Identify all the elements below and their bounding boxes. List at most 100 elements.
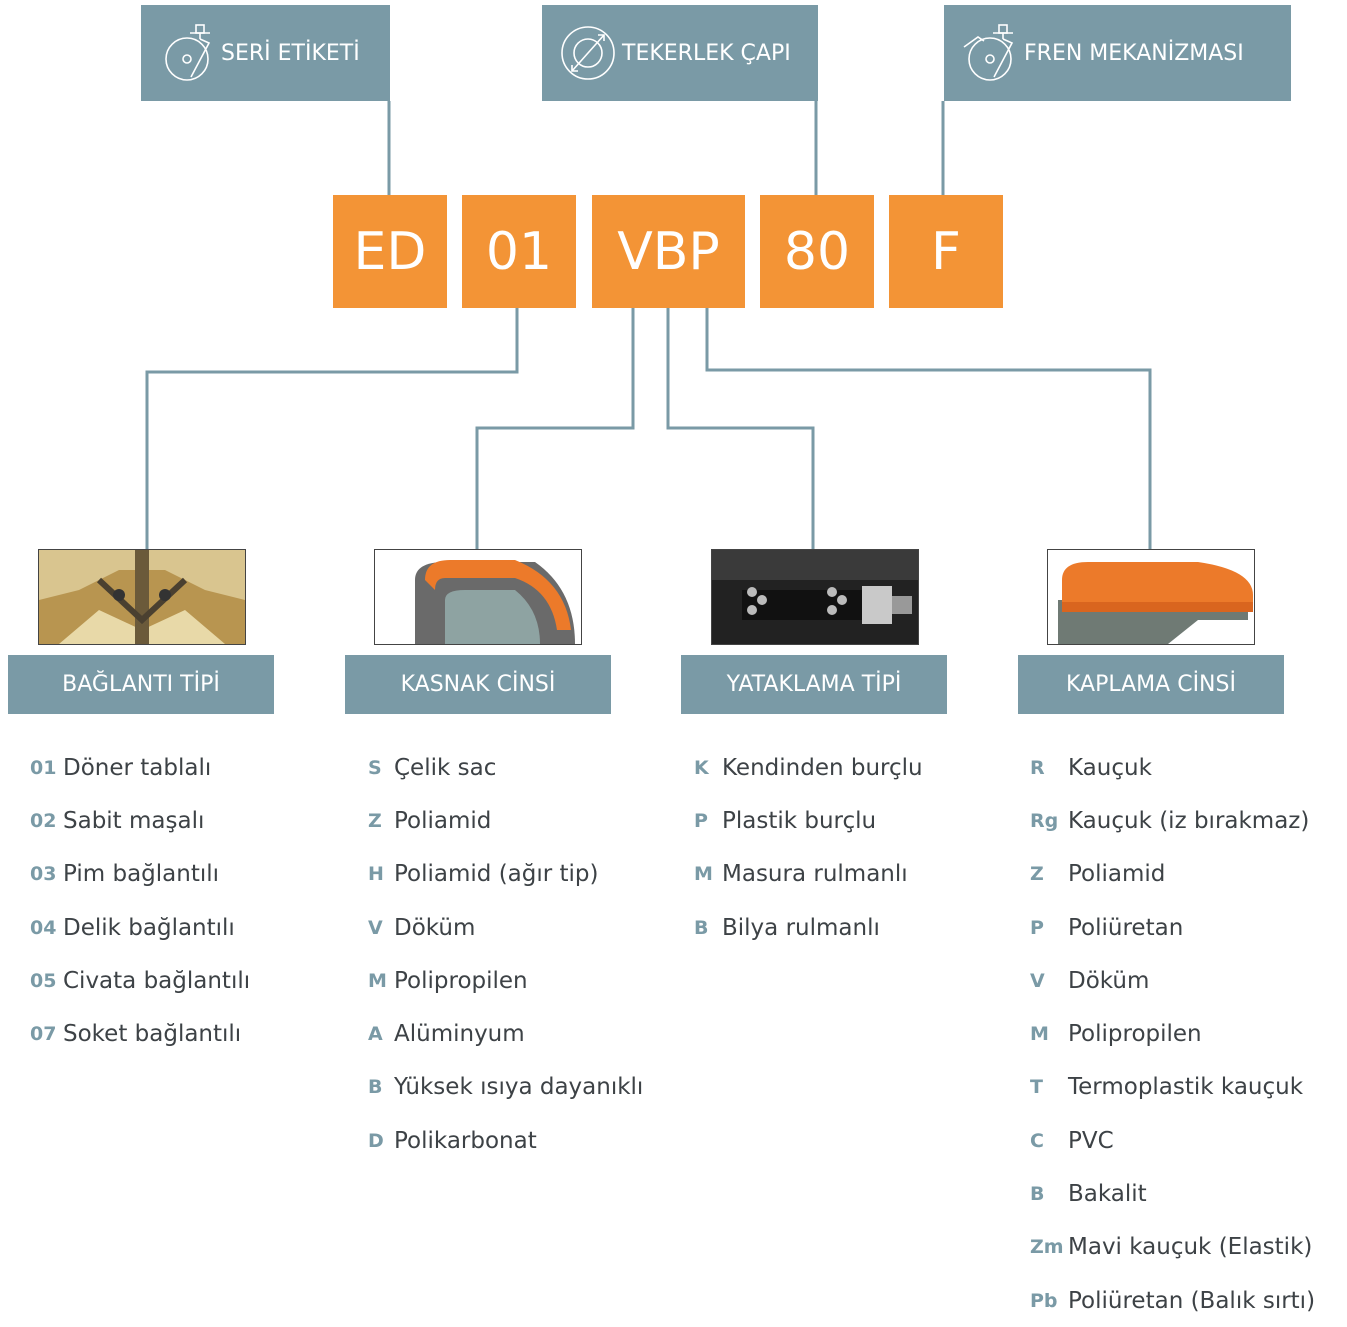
item-label: Kauçuk (iz bırakmaz) <box>1068 807 1310 834</box>
item-code: T <box>1030 1076 1043 1099</box>
item-label: Bilya rulmanlı <box>722 914 880 941</box>
item-code: 04 <box>30 916 57 939</box>
item-code: 02 <box>30 809 57 832</box>
item-label: Yüksek ısıya dayanıklı <box>394 1074 644 1101</box>
item-label: Plastik burçlu <box>722 807 877 834</box>
list-item: 07 Soket bağlantılı <box>30 1007 250 1060</box>
item-label: Mavi kauçuk (Elastik) <box>1068 1234 1313 1261</box>
item-code: D <box>368 1129 384 1152</box>
item-code: P <box>694 809 708 832</box>
diameter-label-text: TEKERLEK ÇAPI <box>622 40 791 66</box>
item-code: P <box>1030 916 1044 939</box>
list-item: D Polikarbonat <box>368 1114 643 1167</box>
list-item: P Plastik burçlu <box>694 794 923 847</box>
item-label: Masura rulmanlı <box>722 861 908 888</box>
item-code: M <box>694 863 713 886</box>
item-code: Z <box>368 809 382 832</box>
list-item: Rg Kauçuk (iz bırakmaz) <box>1030 794 1315 847</box>
item-label: Pim bağlantılı <box>63 861 220 888</box>
list-item: 03 Pim bağlantılı <box>30 848 250 901</box>
tread-type-photo <box>1047 549 1255 645</box>
category-header-bearing: YATAKLAMA TİPİ <box>681 655 947 714</box>
item-code: M <box>1030 1023 1049 1046</box>
category-header-rim: KASNAK CİNSİ <box>345 655 611 714</box>
list-item: M Masura rulmanlı <box>694 848 923 901</box>
item-label: Poliamid (ağır tip) <box>394 861 599 888</box>
item-code: H <box>368 863 384 886</box>
item-code: Pb <box>1030 1289 1058 1312</box>
diameter-icon <box>558 23 618 83</box>
item-code: R <box>1030 756 1045 779</box>
series-label-box: SERİ ETİKETİ <box>141 5 390 101</box>
item-label: Çelik sac <box>394 754 497 781</box>
item-label: Delik bağlantılı <box>63 914 235 941</box>
list-item: S Çelik sac <box>368 741 643 794</box>
item-code: Rg <box>1030 809 1059 832</box>
item-label: Döküm <box>394 914 476 941</box>
item-label: Poliamid <box>1068 861 1166 888</box>
code-part-diameter: 80 <box>760 195 874 308</box>
item-code: 07 <box>30 1023 57 1046</box>
list-item: B Bilya rulmanlı <box>694 901 923 954</box>
list-item: R Kauçuk <box>1030 741 1315 794</box>
item-code: A <box>368 1023 383 1046</box>
item-code: B <box>1030 1183 1045 1206</box>
caster-wheel-icon <box>157 23 217 83</box>
item-label: PVC <box>1068 1127 1114 1154</box>
item-label: Kendinden burçlu <box>722 754 923 781</box>
item-code: Zm <box>1030 1236 1064 1259</box>
item-label: Civata bağlantılı <box>63 967 251 994</box>
category-header-connection: BAĞLANTI TİPİ <box>8 655 274 714</box>
code-part-materials: VBP <box>592 195 745 308</box>
item-code: Z <box>1030 863 1044 886</box>
series-label-text: SERİ ETİKETİ <box>221 40 360 66</box>
bearing-type-photo <box>711 549 919 645</box>
item-label: Kauçuk <box>1068 754 1152 781</box>
item-code: V <box>1030 969 1045 992</box>
list-item: 05 Civata bağlantılı <box>30 954 250 1007</box>
list-item: P Poliüretan <box>1030 901 1315 954</box>
list-item: B Yüksek ısıya dayanıklı <box>368 1061 643 1114</box>
code-part-connection: 01 <box>462 195 576 308</box>
item-code: 03 <box>30 863 57 886</box>
item-label: Poliamid <box>394 807 492 834</box>
item-label: Döküm <box>1068 967 1150 994</box>
item-label: Poliüretan <box>1068 914 1184 941</box>
item-label: Soket bağlantılı <box>63 1021 242 1048</box>
list-item: V Döküm <box>1030 954 1315 1007</box>
brake-label-text: FREN MEKANİZMASI <box>1024 40 1244 66</box>
item-label: Termoplastik kauçuk <box>1068 1074 1304 1101</box>
item-code: C <box>1030 1129 1044 1152</box>
list-item: C PVC <box>1030 1114 1315 1167</box>
list-item: Pb Poliüretan (Balık sırtı) <box>1030 1274 1315 1327</box>
item-label: Polipropilen <box>394 967 528 994</box>
list-item: H Poliamid (ağır tip) <box>368 848 643 901</box>
item-code: V <box>368 916 383 939</box>
item-code: S <box>368 756 382 779</box>
connection-type-photo <box>38 549 246 645</box>
list-item: 04 Delik bağlantılı <box>30 901 250 954</box>
brake-label-box: FREN MEKANİZMASI <box>944 5 1291 101</box>
item-label: Poliüretan (Balık sırtı) <box>1068 1287 1316 1314</box>
item-code: B <box>694 916 709 939</box>
list-item: Z Poliamid <box>368 794 643 847</box>
item-code: 01 <box>30 756 57 779</box>
item-code: B <box>368 1076 383 1099</box>
item-label: Döner tablalı <box>63 754 212 781</box>
item-label: Bakalit <box>1068 1181 1147 1208</box>
list-item: B Bakalit <box>1030 1167 1315 1220</box>
rim-type-photo <box>374 549 582 645</box>
item-code: 05 <box>30 969 57 992</box>
list-item: T Termoplastik kauçuk <box>1030 1061 1315 1114</box>
item-label: Alüminyum <box>394 1021 525 1048</box>
code-part-series: ED <box>333 195 447 308</box>
item-label: Polikarbonat <box>394 1127 537 1154</box>
